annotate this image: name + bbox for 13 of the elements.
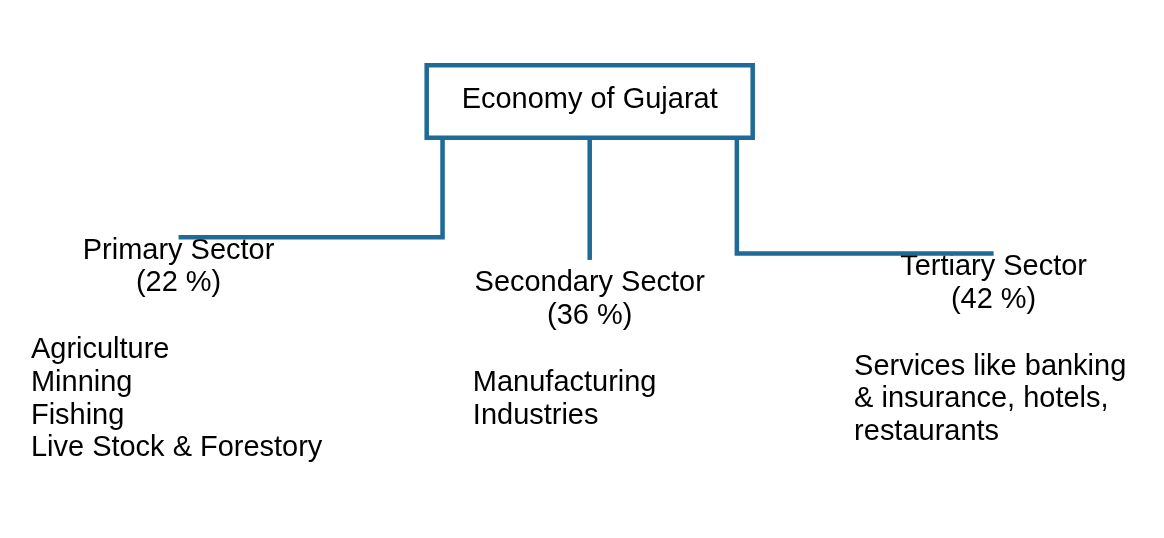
node-text: Primary Sector (22 %) [82, 232, 275, 298]
node-label: Manufacturing Industries [472, 364, 657, 430]
connector [178, 137, 445, 240]
connector [734, 137, 994, 256]
node-label: Services like banking & insurance, hotels, restaurants [854, 348, 1127, 446]
node-label: Agriculture [30, 332, 170, 365]
node-box: Economy of Gujarat [424, 62, 755, 140]
node-label: Live Stock & Forestory [30, 430, 323, 463]
connector [587, 137, 592, 260]
node-label: Fishing [30, 397, 125, 430]
node-text: Secondary Sector (36 %) [474, 265, 705, 330]
node-label: Minning [30, 364, 133, 397]
node-text: Tertiary Sector (42 %) [900, 248, 1087, 314]
